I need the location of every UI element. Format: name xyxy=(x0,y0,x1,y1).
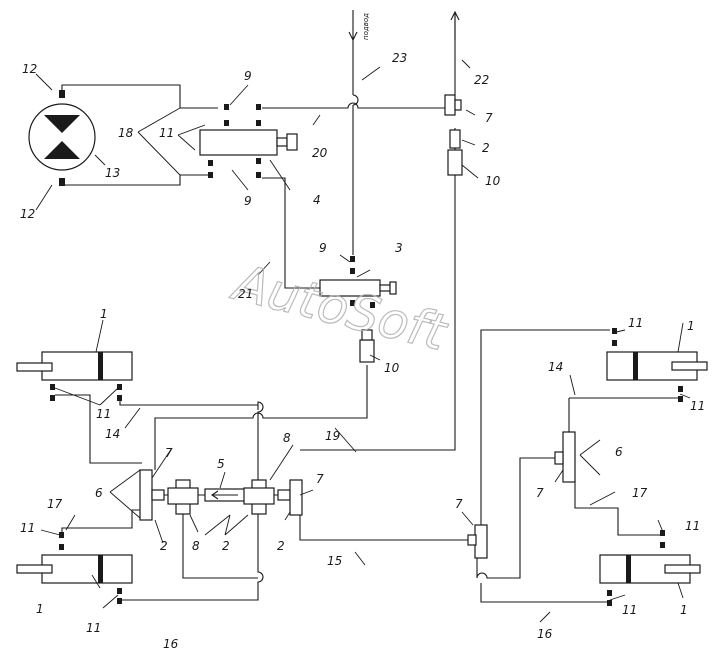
line-17-left xyxy=(61,509,142,535)
line-to-tee-right xyxy=(568,397,680,432)
callout-11-right-upper-b: 11 xyxy=(690,399,705,413)
callout-9-valve3: 9 xyxy=(319,241,327,255)
line-21 xyxy=(262,177,320,289)
callout-9-top: 9 xyxy=(244,69,252,83)
callout-1-right-upper: 1 xyxy=(687,319,695,333)
callout-11-right-lower-a: 11 xyxy=(685,519,700,533)
callout-10-lower: 10 xyxy=(384,361,400,375)
motor-hose-upper xyxy=(61,84,218,109)
callout-19: 19 xyxy=(325,429,340,443)
callout-8-left: 8 xyxy=(192,539,200,553)
line-17-right xyxy=(574,480,662,536)
callout-2-mid: 2 xyxy=(222,539,230,553)
control-valve-3 xyxy=(319,256,397,308)
line-16-right xyxy=(480,583,610,603)
line-14-right xyxy=(480,329,610,525)
cylinder-left-upper xyxy=(16,351,133,401)
callout-7-mid: 7 xyxy=(316,472,324,486)
callout-1-right-lower: 1 xyxy=(680,603,688,617)
callout-11-valve: 11 xyxy=(159,126,174,140)
callout-4: 4 xyxy=(313,193,321,207)
callout-11-right-upper-a: 11 xyxy=(628,316,643,330)
callout-2-left: 2 xyxy=(160,539,168,553)
callout-2-right: 2 xyxy=(277,539,285,553)
callout-6-right: 6 xyxy=(615,445,623,459)
callout-22: 22 xyxy=(474,73,489,87)
line-16-left xyxy=(120,401,264,601)
leader-lines xyxy=(35,59,691,623)
motor-fittings xyxy=(59,90,65,186)
callout-6-left: 6 xyxy=(95,486,103,500)
callout-8-right: 8 xyxy=(283,431,291,445)
line-19 xyxy=(154,365,368,470)
callout-7-right: 7 xyxy=(536,486,544,500)
cylinder-right-upper xyxy=(606,328,708,402)
callout-1-left-lower: 1 xyxy=(36,602,44,616)
hydraulic-motor xyxy=(28,103,96,171)
line-18-right xyxy=(476,457,555,579)
callout-14-left: 14 xyxy=(105,427,120,441)
callout-9-bottom: 9 xyxy=(244,194,252,208)
callout-16-right: 16 xyxy=(537,627,553,641)
outlet-arrow-icon xyxy=(450,10,460,40)
callout-11-left-upper: 11 xyxy=(96,407,111,421)
callout-numbers: подвод 23 22 7 2 10 20 12 12 13 18 11 9 … xyxy=(20,13,705,651)
callout-7-left: 7 xyxy=(165,446,173,460)
callout-7-lower: 7 xyxy=(455,497,463,511)
cylinder-left-lower xyxy=(16,532,133,604)
flow-arrows xyxy=(348,10,460,42)
callout-12-top: 12 xyxy=(22,62,37,76)
callout-11-left-lower: 11 xyxy=(20,521,35,535)
inlet-label: подвод xyxy=(362,13,370,40)
line-14-left-b xyxy=(119,398,258,406)
tee-7-top xyxy=(444,94,463,176)
callout-11-left-bottom: 11 xyxy=(86,621,101,635)
manifold-link-right xyxy=(299,510,470,541)
callout-10-top: 10 xyxy=(485,174,501,188)
callout-20: 20 xyxy=(312,146,328,160)
callout-14-right: 14 xyxy=(548,360,563,374)
callout-15: 15 xyxy=(327,554,342,568)
cylinder-right-lower xyxy=(599,530,701,606)
inlet-arrow-icon xyxy=(348,10,358,42)
callout-11-right-lower-b: 11 xyxy=(622,603,637,617)
callout-13: 13 xyxy=(105,166,120,180)
tee-7-right xyxy=(554,431,576,483)
callout-2-top: 2 xyxy=(482,141,490,155)
callout-3: 3 xyxy=(395,241,403,255)
line-20 xyxy=(262,102,445,109)
motor-hose-lower xyxy=(61,174,208,186)
callout-5: 5 xyxy=(217,457,225,471)
watermark-text: AutoSoft xyxy=(226,253,454,363)
divider-assembly xyxy=(139,469,303,521)
callout-17-left: 17 xyxy=(47,497,63,511)
callout-18: 18 xyxy=(118,126,134,140)
callout-1-left-upper: 1 xyxy=(100,307,108,321)
callout-23: 23 xyxy=(392,51,407,65)
callout-16-left: 16 xyxy=(163,637,179,651)
filter-10-lower xyxy=(359,329,375,363)
manifold-link-lower xyxy=(182,510,258,579)
inlet-line-23 xyxy=(352,40,359,255)
callout-7-top: 7 xyxy=(485,111,493,125)
tee-7-middle xyxy=(467,524,488,559)
callout-12-bottom: 12 xyxy=(20,207,35,221)
callout-21: 21 xyxy=(238,287,253,301)
callout-17-right: 17 xyxy=(632,486,648,500)
control-valve-4 xyxy=(199,104,298,178)
